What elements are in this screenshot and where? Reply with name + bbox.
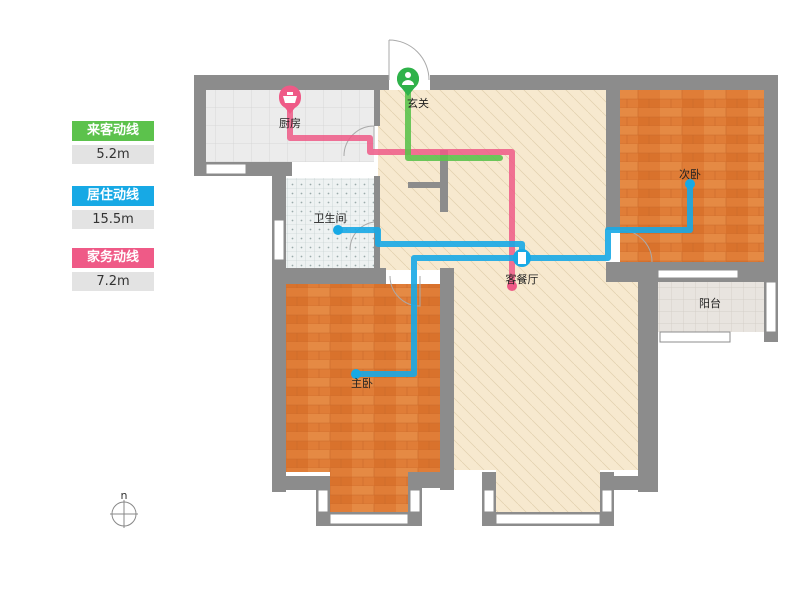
living-route-hub-mark — [518, 252, 526, 264]
entrance-pin-icon — [397, 67, 420, 96]
compass-letter: n — [121, 489, 128, 502]
bathroom-floor — [286, 178, 374, 270]
routes — [287, 81, 693, 377]
master-bedroom-dot — [351, 369, 361, 379]
route-markers — [333, 179, 695, 379]
legend-housework-badge: 家务动线 — [72, 248, 154, 268]
bay-window-floor — [496, 470, 600, 512]
compass-icon: n — [110, 489, 138, 528]
bathroom-dot — [333, 225, 343, 235]
master-bay-floor — [330, 472, 408, 512]
legend-guest-value: 5.2m — [72, 145, 154, 164]
living-route-master-bedroom — [353, 255, 525, 377]
living-route-second-bedroom — [519, 181, 693, 261]
housework-route — [287, 101, 515, 289]
windows — [205, 163, 777, 525]
kitchen-pin-icon — [279, 85, 302, 114]
room-label-living-dining: 客餐厅 — [506, 272, 539, 286]
legend-living-badge: 居住动线 — [72, 186, 154, 206]
guest-route — [405, 81, 503, 161]
room-label-second-bedroom: 次卧 — [679, 167, 701, 181]
living-dining-floor-lower — [452, 270, 638, 470]
living-dining-floor — [378, 90, 606, 270]
room-label-kitchen: 厨房 — [279, 117, 301, 130]
legend-housework-value: 7.2m — [72, 272, 154, 291]
room-label-bathroom: 卫生间 — [314, 211, 347, 225]
housework-end-dot — [507, 281, 517, 291]
second-bedroom-floor — [620, 90, 764, 268]
room-label-balcony: 阳台 — [699, 296, 721, 310]
room-label-entrance: 玄关 — [407, 96, 429, 110]
living-route-bathroom — [335, 227, 525, 261]
doors — [343, 39, 653, 307]
legend-living-value: 15.5m — [72, 210, 154, 229]
second-bedroom-dot — [685, 179, 695, 189]
legend-guest-badge: 来客动线 — [72, 121, 154, 141]
room-label-master-bedroom: 主卧 — [351, 377, 373, 390]
balcony-floor — [658, 282, 764, 332]
